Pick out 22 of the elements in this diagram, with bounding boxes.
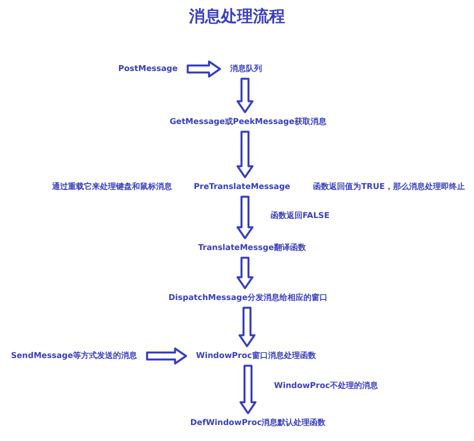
block-arrow — [236, 78, 254, 114]
flow-step-text: DefWindowProc消息默认处理函数 — [190, 418, 326, 428]
edge-label: WindowProc不处理的消息 — [274, 381, 378, 391]
flow-step-text: PreTranslateMessage — [194, 182, 290, 192]
title: 消息处理流程 — [189, 6, 285, 26]
block-arrow — [240, 364, 256, 414]
flow-step-text: 消息队列 — [230, 64, 262, 74]
block-arrow — [238, 306, 256, 348]
note-text: 函数返回值为TRUE，那么消息处理即终止 — [313, 182, 465, 192]
flow-step-text: SendMessage等方式发送的消息 — [10, 351, 138, 361]
block-arrow — [146, 348, 188, 364]
block-arrow — [236, 196, 254, 240]
note-text: 通过重载它来处理键盘和鼠标消息 — [52, 182, 172, 192]
flow-step-text: PostMessage — [118, 64, 178, 74]
block-arrow — [236, 130, 254, 178]
edge-label: 函数返回FALSE — [270, 211, 330, 221]
block-arrow — [236, 256, 254, 290]
block-arrow — [186, 60, 221, 78]
flow-step-text: GetMessage或PeekMessage获取消息 — [170, 117, 326, 127]
flow-step-text: WindowProc窗口消息处理函数 — [196, 351, 316, 361]
flow-step-text: DispatchMessage分发消息给相应的窗口 — [168, 293, 328, 303]
flow-step-text: TranslateMessge翻译函数 — [198, 243, 306, 253]
